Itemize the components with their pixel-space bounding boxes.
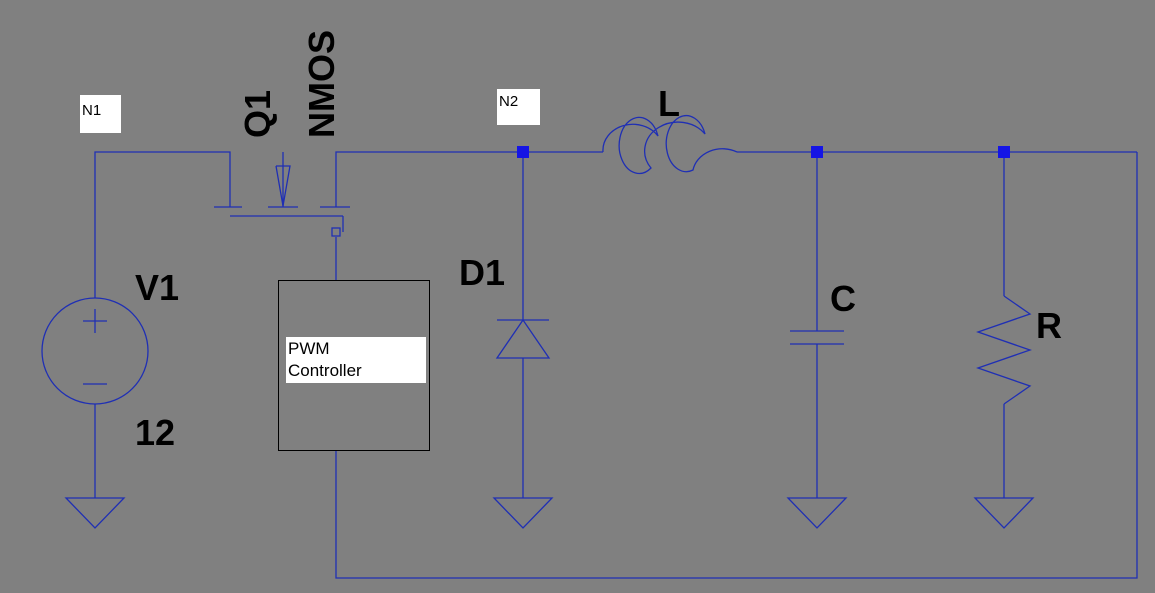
net-label-n1[interactable]: N1 [80,95,121,133]
pwm-controller-label-line2: Controller [288,361,362,380]
net-label-n1-text: N1 [82,102,101,119]
inductor-name-label: L [658,83,680,124]
junction-dot-res [998,146,1010,158]
v1-name-label: V1 [135,267,179,308]
mosfet-q1[interactable] [214,152,350,237]
pwm-controller-label-line1: PWM [288,339,330,358]
net-label-n2-text: N2 [499,93,518,110]
ground-icon [786,497,848,529]
d1-name-label: D1 [459,252,505,293]
diode-d1[interactable] [495,318,551,359]
junction-dot-n2 [517,146,529,158]
wires [94,151,1138,579]
inductor-l[interactable] [602,115,738,175]
resistor-name-label: R [1036,305,1062,346]
capacitor-name-label: C [830,278,856,319]
pwm-controller-block[interactable]: PWM Controller [278,280,430,451]
q1-name-label: Q1 [237,90,278,138]
resistor-r[interactable] [976,295,1032,405]
junction-dot-cap [811,146,823,158]
capacitor-c[interactable] [790,330,844,345]
voltage-source-v1[interactable] [41,297,149,405]
ground-symbols [64,497,1035,529]
ground-icon [492,497,554,529]
v1-value-label: 12 [135,412,175,453]
wire-drain [335,151,603,207]
wire-n1 [94,151,231,298]
ground-icon [973,497,1035,529]
wire-return [335,152,1138,579]
net-label-n2[interactable]: N2 [497,89,540,125]
q1-model-label: NMOS [301,30,342,138]
junction-dots [517,146,1010,158]
ground-icon [64,497,126,529]
